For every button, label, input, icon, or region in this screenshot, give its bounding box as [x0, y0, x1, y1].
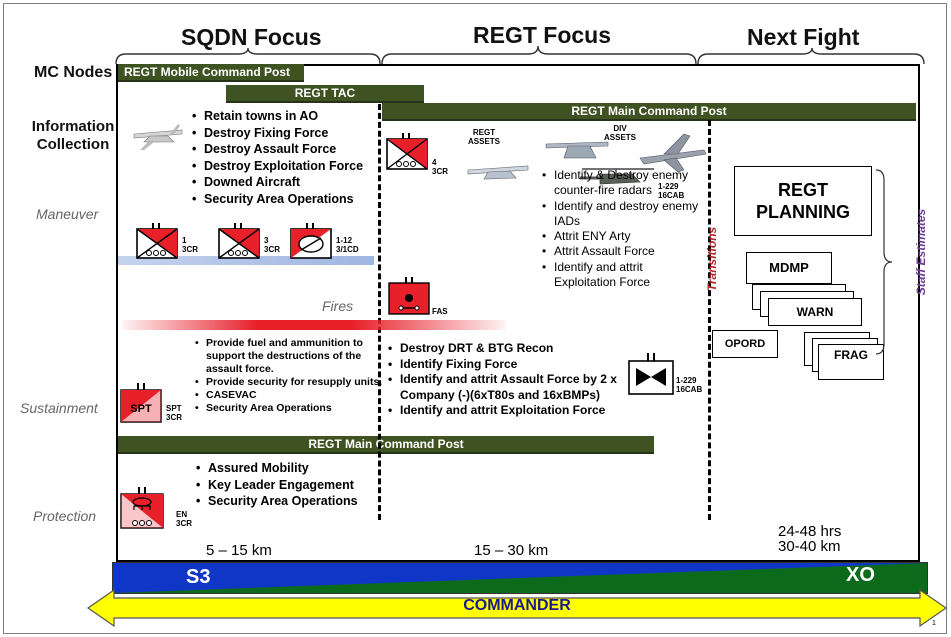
staff-estimates-label: Staff Estimates — [914, 208, 928, 296]
regt-fires-task: Attrit ENY Arty — [541, 229, 701, 245]
regt-main-command-post-lower-bar: REGT Main Command Post — [118, 436, 654, 454]
row-label-information-collection: Information Collection — [31, 118, 115, 153]
commander-arrow — [86, 588, 948, 628]
regt-uav-icon — [467, 165, 529, 180]
commander-label: COMMANDER — [463, 597, 571, 614]
warn-box: WARN — [768, 298, 862, 326]
transitions-label: Transitions — [705, 226, 719, 292]
support-squadron-icon: SPT — [120, 383, 162, 423]
regt-recon-task: Identify and attrit Assault Force by 2 x… — [386, 372, 632, 403]
regt-fires-task: Identify and attrit Exploitation Force — [541, 260, 701, 291]
distance-sqdn: 5 – 15 km — [206, 542, 272, 559]
regt-recon-task: Destroy DRT & BTG Recon — [386, 341, 632, 357]
distance-regt: 15 – 30 km — [474, 542, 549, 559]
sqdn-task: Destroy Fixing Force — [190, 125, 380, 142]
regt-recon-task: Identify and attrit Exploitation Force — [386, 403, 632, 419]
sustainment-task: Provide fuel and ammunition to support t… — [194, 337, 384, 376]
fighter-jet-icon — [639, 133, 707, 173]
frag-box: FRAG — [818, 344, 884, 380]
fires-band — [122, 320, 506, 330]
protection-task: Key Leader Engagement — [194, 477, 384, 494]
regt-recon-task-list: Destroy DRT & BTG Recon Identify Fixing … — [386, 341, 632, 419]
regt-assets-label: REGT ASSETS — [468, 128, 501, 146]
field-artillery-squadron-icon — [388, 277, 430, 315]
maneuver-band — [118, 256, 374, 265]
slide-frame — [3, 3, 947, 634]
protection-task: Assured Mobility — [194, 460, 384, 477]
uav-icon — [133, 124, 183, 150]
mdmp-box: MDMP — [746, 252, 832, 284]
sustainment-task: CASEVAC — [194, 389, 384, 402]
regt-fires-task: Identify and destroy enemy IADs — [541, 199, 701, 230]
protection-task: Security Area Operations — [194, 493, 384, 510]
row-label-sustainment: Sustainment — [20, 400, 98, 416]
protection-task-list: Assured Mobility Key Leader Engagement S… — [194, 460, 384, 510]
aviation-battalion-icon — [628, 353, 674, 395]
header-next-fight: Next Fight — [747, 24, 860, 50]
staff-estimates-brace — [875, 169, 893, 355]
spt-inner-label: SPT — [130, 403, 152, 415]
fas-label: FAS — [432, 307, 448, 316]
armor-battalion-1-12-icon — [290, 223, 332, 259]
row-label-protection: Protection — [33, 508, 97, 524]
regt-tac-bar: REGT TAC — [226, 85, 424, 103]
xo-label: XO — [846, 564, 875, 586]
cavalry-squadron-3-icon — [218, 223, 260, 259]
sustainment-task-list: Provide fuel and ammunition to support t… — [194, 337, 384, 415]
div-assets-label: DIV ASSETS — [604, 124, 637, 142]
sqdn-task: Security Area Operations — [190, 191, 380, 208]
sqdn-task: Destroy Assault Force — [190, 141, 380, 158]
opord-box: OPORD — [712, 330, 778, 358]
sqdn-task-list: Retain towns in AO Destroy Fixing Force … — [190, 108, 380, 208]
regt-recon-task: Identify Fixing Force — [386, 357, 632, 373]
regt-fires-task: Identify & Destroy enemy counter-fire ra… — [541, 168, 701, 199]
s3-xo-band — [112, 562, 928, 594]
cavalry-squadron-1-icon — [136, 223, 178, 259]
regt-fires-task: Attrit Assault Force — [541, 244, 701, 260]
regt-mobile-command-post-bar: REGT Mobile Command Post — [118, 64, 304, 82]
main-content-box — [116, 64, 920, 562]
fires-label: Fires — [322, 298, 354, 314]
sustainment-task: Provide security for resupply units. — [194, 376, 384, 389]
page-number: 1 — [932, 620, 936, 627]
regt-main-command-post-bar: REGT Main Command Post — [382, 103, 916, 121]
header-sqdn-focus: SQDN Focus — [181, 24, 322, 50]
regt-fires-task-list: Identify & Destroy enemy counter-fire ra… — [541, 168, 701, 290]
row-label-mc-nodes: MC Nodes — [34, 64, 113, 81]
header-regt-focus: REGT Focus — [473, 22, 612, 48]
column-braces — [115, 45, 925, 65]
regt-planning-box: REGT PLANNING — [734, 166, 872, 236]
sqdn-task: Destroy Exploitation Force — [190, 158, 380, 175]
sqdn-task: Retain towns in AO — [190, 108, 380, 125]
engineer-squadron-icon — [120, 487, 164, 529]
sustainment-task: Security Area Operations — [194, 402, 384, 415]
sqdn-task: Downed Aircraft — [190, 174, 380, 191]
cavalry-squadron-4-icon — [386, 133, 428, 170]
phase-line-transitions — [708, 120, 711, 520]
s3-label: S3 — [186, 566, 211, 588]
div-uav-icon — [545, 141, 609, 159]
row-label-maneuver: Maneuver — [36, 206, 99, 222]
phase-line-sqdn-regt — [378, 104, 381, 520]
